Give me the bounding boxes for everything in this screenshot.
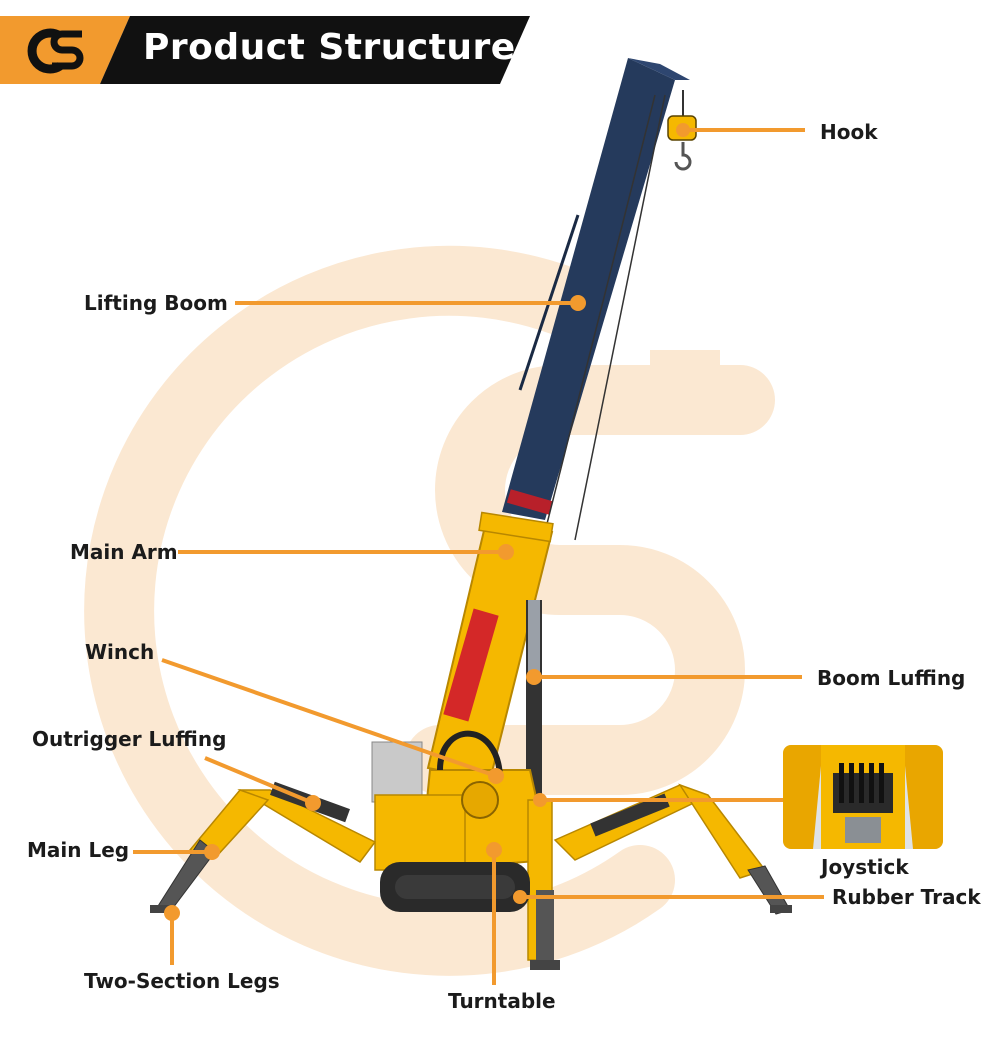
boom-luffing-cylinder — [526, 600, 542, 800]
joystick-inset-photo — [783, 745, 943, 849]
label-turntable: Turntable — [448, 989, 556, 1013]
label-main-leg: Main Leg — [27, 838, 130, 862]
front-leg-shape — [530, 890, 560, 970]
label-winch: Winch — [85, 640, 155, 664]
label-hook: Hook — [820, 120, 878, 144]
label-joystick: Joystick — [821, 855, 909, 879]
cs-logo-icon — [27, 28, 84, 74]
right-legs-shape — [553, 783, 792, 915]
joystick-panel-icon — [783, 745, 943, 849]
watermark-logo — [84, 245, 775, 976]
label-two-section-legs: Two-Section Legs — [84, 969, 280, 993]
label-main-arm: Main Arm — [70, 540, 178, 564]
crane-body-shape — [371, 730, 553, 961]
page-title: Product Structure — [143, 27, 516, 68]
callout-lines — [133, 123, 824, 985]
label-rubber-track: Rubber Track — [832, 885, 981, 909]
label-lifting-boom: Lifting Boom — [84, 291, 228, 315]
label-boom-luffing: Boom Luffing — [817, 666, 966, 690]
rubber-track-shape — [380, 862, 530, 912]
label-outrigger-luffing: Outrigger Luffing — [32, 727, 227, 751]
watermark-bar — [650, 350, 720, 380]
